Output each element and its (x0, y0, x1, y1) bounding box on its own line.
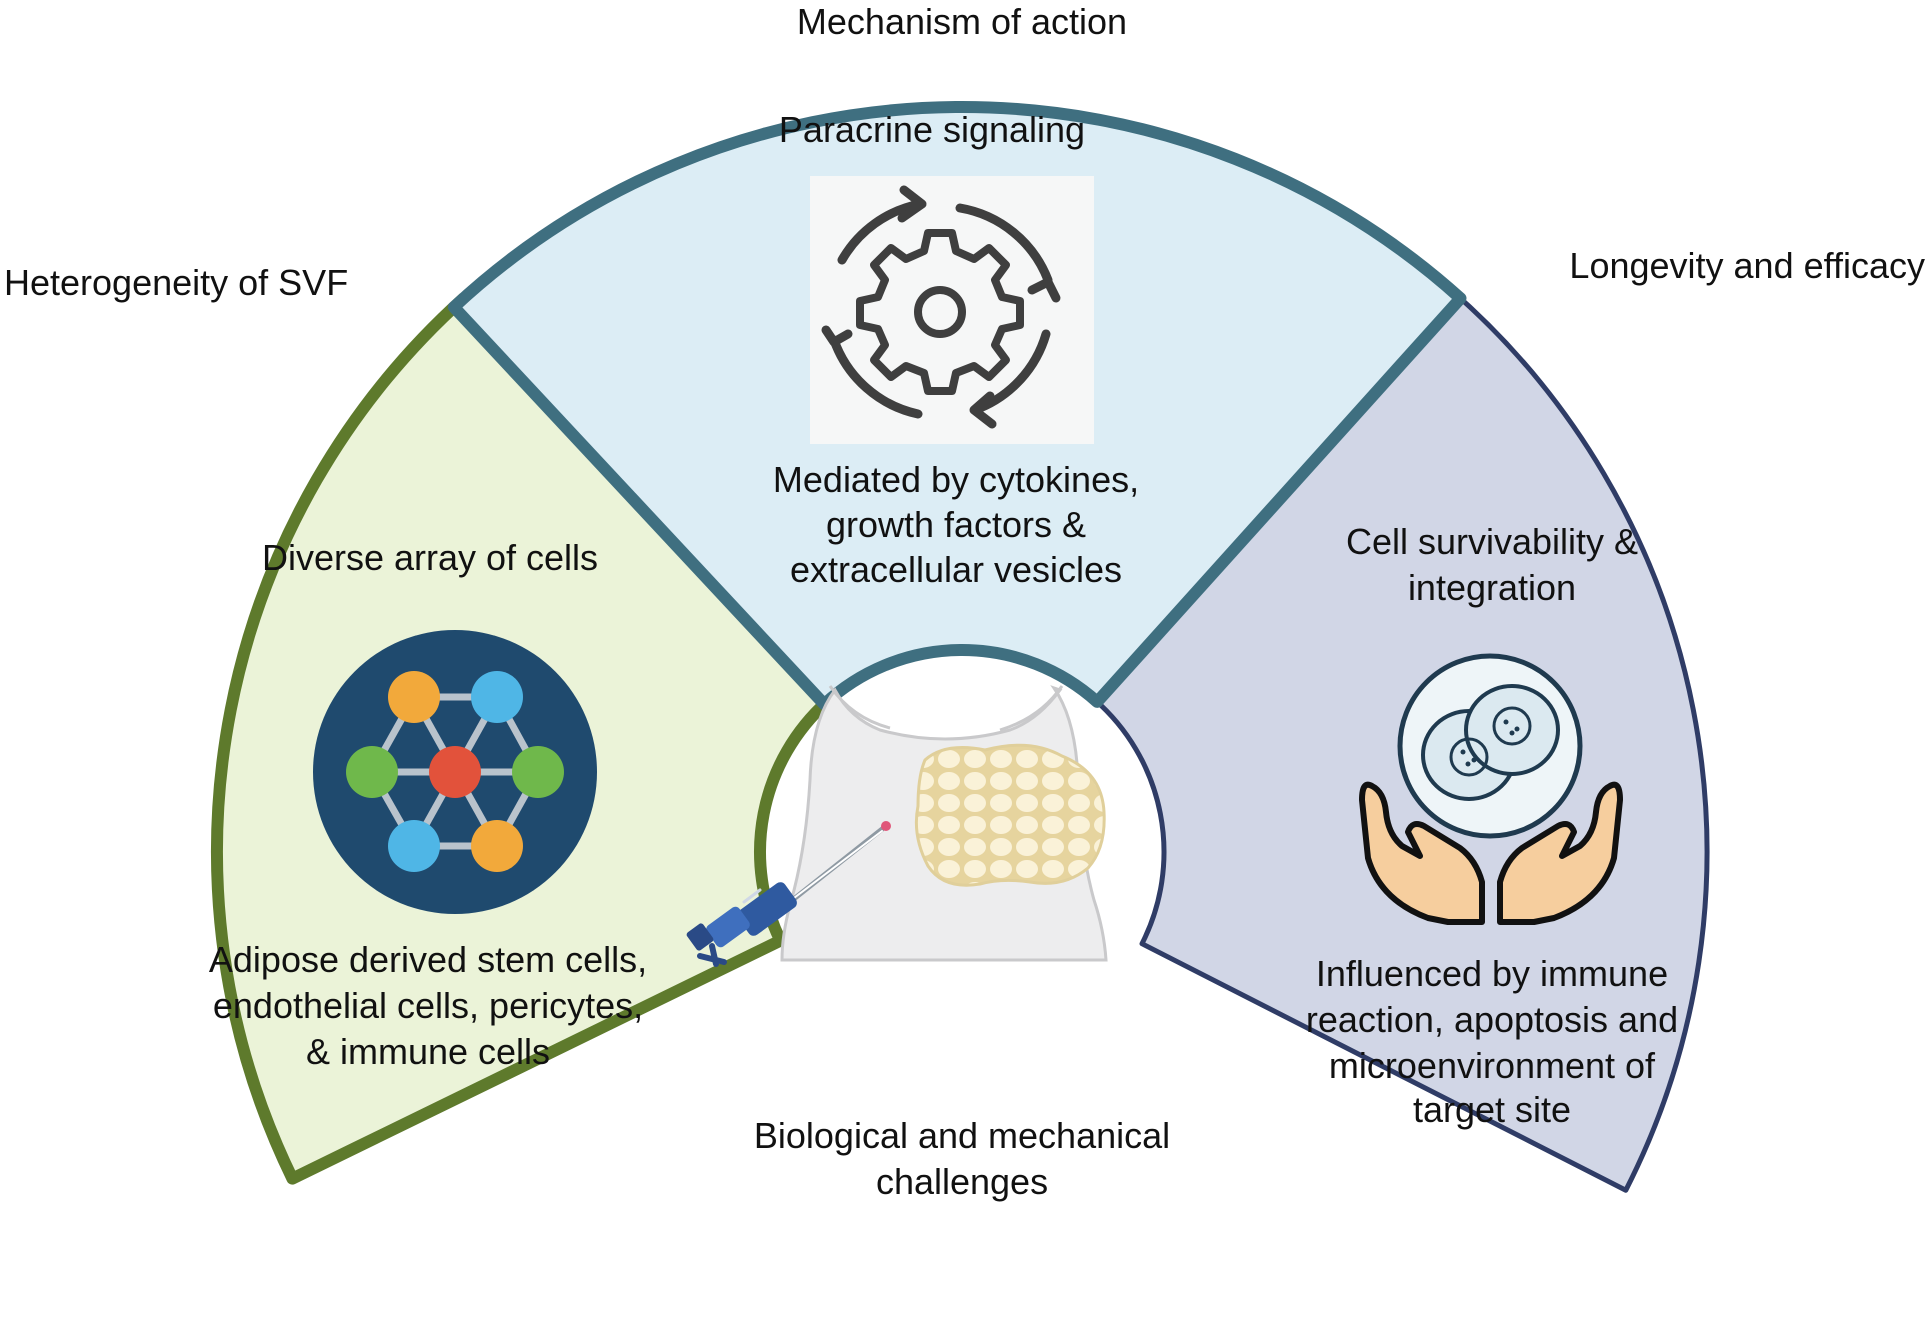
abdomen-injection-icon (686, 685, 1108, 967)
left-title: Diverse array of cells (262, 537, 598, 578)
left-desc-line1: Adipose derived stem cells, (209, 939, 647, 980)
gear-cycle-icon (810, 176, 1094, 444)
right-desc-line3: microenvironment of (1329, 1045, 1656, 1086)
left-desc-line2: endothelial cells, pericytes, (213, 985, 643, 1026)
right-desc-line4: target site (1413, 1089, 1571, 1130)
heading-heterogeneity: Heterogeneity of SVF (4, 262, 348, 303)
hands-holding-cell-icon (1359, 653, 1623, 925)
right-desc-line2: reaction, apoptosis and (1306, 999, 1678, 1040)
right-title-line1: Cell survivability & (1346, 521, 1638, 562)
heading-longevity: Longevity and efficacy (1569, 245, 1925, 286)
cell-network-icon (313, 630, 597, 914)
right-desc-line1: Influenced by immune (1316, 953, 1668, 994)
middle-desc-line2: growth factors & (826, 504, 1086, 545)
middle-desc-line1: Mediated by cytokines, (773, 459, 1139, 500)
heading-challenges: Biological and mechanical (754, 1115, 1170, 1156)
middle-desc-line3: extracellular vesicles (790, 549, 1122, 590)
left-desc-line3: & immune cells (306, 1031, 550, 1072)
heading-mechanism: Mechanism of action (797, 1, 1127, 42)
heading-challenges-line2: challenges (876, 1161, 1048, 1202)
middle-title: Paracrine signaling (779, 109, 1085, 150)
right-title-line2: integration (1408, 567, 1576, 608)
